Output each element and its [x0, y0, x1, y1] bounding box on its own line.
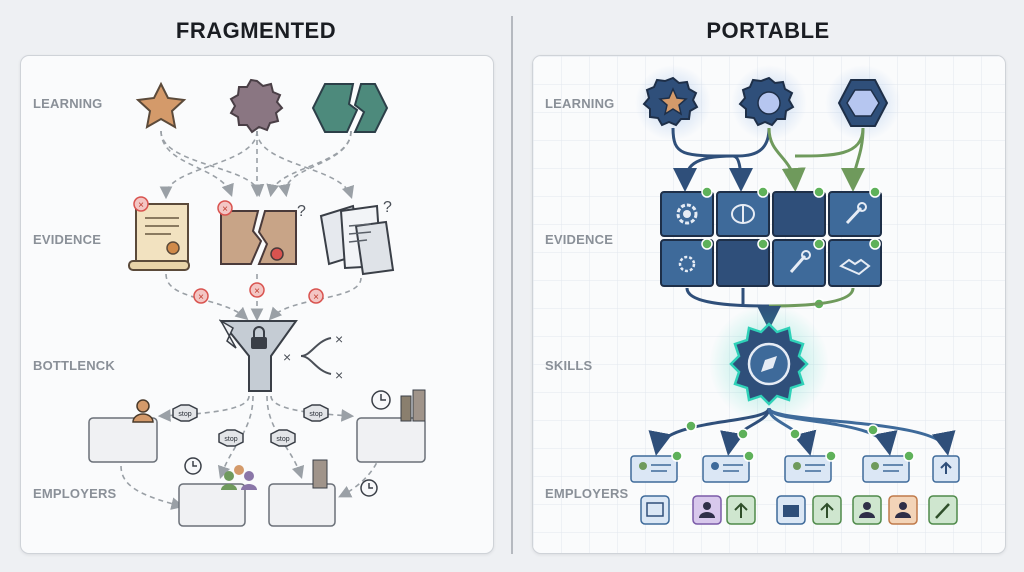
- broken-hexagon-icon: [311, 83, 389, 133]
- right-row-evidence: EVIDENCE: [545, 232, 614, 247]
- svg-text:×: ×: [254, 286, 260, 297]
- locked-funnel-icon: [218, 318, 298, 392]
- left-row-bottleneck: BOTTLENCK: [33, 358, 115, 373]
- hexagon-badge-icon: [837, 79, 889, 127]
- fragmented-panel: × × ? ? ×: [20, 55, 494, 554]
- building-icon: [312, 459, 328, 489]
- funnel-employer-arrows: [120, 395, 382, 510]
- seal-badge-icon: [738, 76, 795, 127]
- skills-employer-flows: [648, 407, 956, 456]
- right-row-skills: SKILLS: [545, 358, 593, 373]
- fragmented-diagram: × × ? ? ×: [88, 78, 426, 527]
- svg-text:×: ×: [313, 292, 319, 303]
- torn-certificate-icon: [220, 210, 297, 265]
- svg-text:×: ×: [198, 292, 204, 303]
- employer-card: [178, 483, 246, 527]
- svg-text:×: ×: [335, 367, 343, 383]
- diverging-arrows: × × ×: [283, 331, 343, 383]
- scattered-documents-icon: [319, 204, 395, 276]
- svg-text:×: ×: [335, 331, 343, 347]
- check-badges: [701, 186, 881, 310]
- stop-sign: stop: [270, 429, 296, 447]
- scroll-certificate-icon: [128, 203, 190, 271]
- gear-icon: [678, 255, 696, 273]
- brain-icon: [731, 204, 755, 224]
- svg-text:stop: stop: [309, 411, 322, 418]
- handshake-icon: [839, 258, 871, 276]
- right-row-employers: EMPLOYERS: [545, 486, 629, 501]
- error-badge: ×: [249, 282, 265, 298]
- wrench-icon: [789, 250, 811, 273]
- star-badge-icon: [135, 81, 187, 129]
- compass-gear-icon: [729, 322, 809, 406]
- building-icon: [400, 389, 426, 422]
- stop-sign: stop: [303, 404, 329, 422]
- employer-card: [88, 417, 158, 463]
- person-icon: [132, 399, 154, 423]
- svg-text:stop: stop: [276, 436, 289, 443]
- error-badge: ×: [193, 288, 209, 304]
- role-tiles: [640, 495, 958, 525]
- svg-text:stop: stop: [178, 411, 191, 418]
- employer-card: [268, 483, 336, 527]
- team-icon: [221, 465, 257, 490]
- star-badge-icon: [642, 76, 699, 127]
- card-checks: [671, 450, 915, 462]
- left-row-employers: EMPLOYERS: [33, 486, 117, 501]
- left-title: FRAGMENTED: [175, 18, 337, 43]
- clock-icon: [360, 479, 378, 497]
- right-title: PORTABLE: [706, 18, 830, 43]
- right-row-learning: LEARNING: [545, 96, 615, 111]
- employer-card: [356, 417, 426, 463]
- clock-icon: [184, 457, 202, 475]
- center-divider: [511, 16, 513, 554]
- portable-diagram: [533, 56, 1005, 553]
- svg-text:×: ×: [138, 200, 144, 211]
- svg-text:stop: stop: [224, 436, 237, 443]
- portable-panel: LEARNING EVIDENCE SKILLS EMPLOYERS: [532, 55, 1006, 554]
- evidence-puzzle-grid: [660, 191, 882, 287]
- svg-text:×: ×: [222, 204, 228, 215]
- clock-icon: [371, 390, 391, 410]
- error-badge: ×: [217, 200, 233, 216]
- stop-sign: stop: [172, 404, 198, 422]
- stop-sign: stop: [218, 429, 244, 447]
- svg-text:×: ×: [283, 349, 291, 365]
- left-row-evidence: EVIDENCE: [33, 232, 102, 247]
- left-row-learning: LEARNING: [33, 96, 103, 111]
- error-badge: ×: [308, 288, 324, 304]
- learning-evidence-arrows: [159, 130, 355, 200]
- learning-evidence-flows: [671, 127, 866, 192]
- gear-icon: [676, 203, 698, 225]
- error-badge: ×: [133, 196, 149, 212]
- question-mark-icon: ?: [383, 199, 392, 216]
- wrench-icon: [845, 202, 867, 225]
- seal-badge-icon: [229, 78, 284, 134]
- employer-flow-checks: [685, 420, 879, 440]
- employer-profile-cards: [630, 455, 960, 483]
- question-mark-icon: ?: [297, 203, 306, 220]
